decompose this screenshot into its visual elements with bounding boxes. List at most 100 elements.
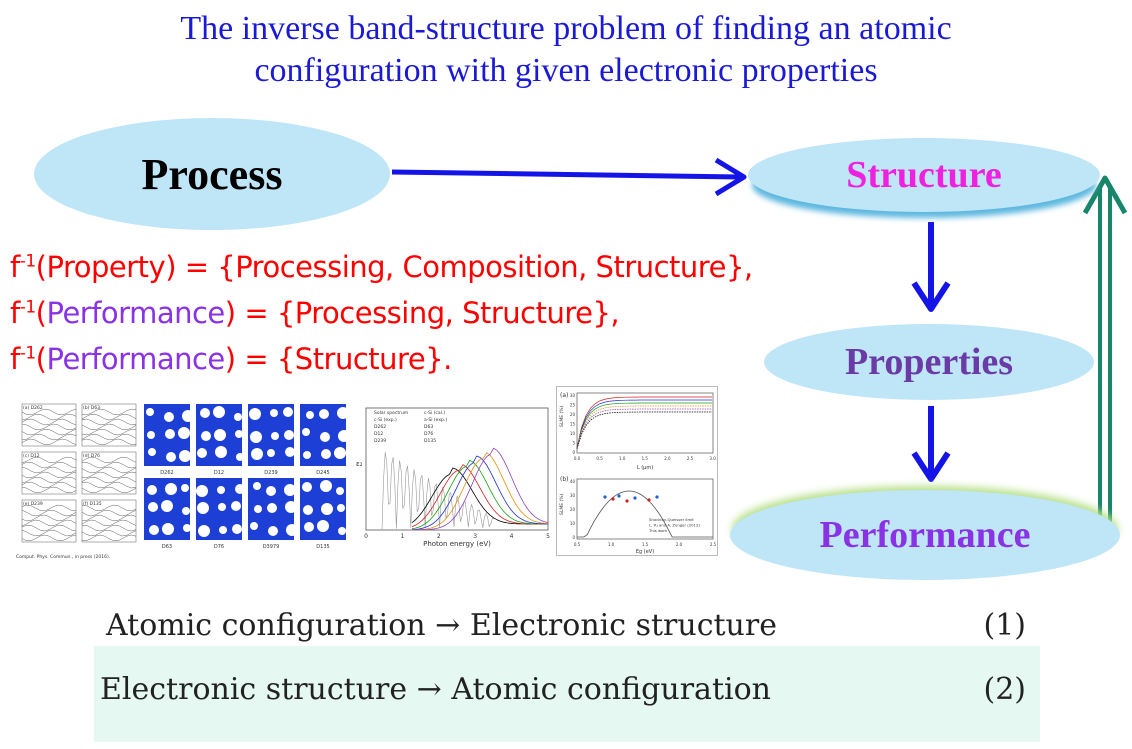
title-line-2: configuration with given electronic prop… — [254, 52, 878, 89]
slme-a-ytick: 30 — [570, 393, 576, 398]
crystal-tile: D63 — [144, 478, 191, 550]
band-line — [21, 423, 77, 431]
crystal-void — [146, 408, 154, 416]
band-line — [21, 476, 77, 484]
crystal-void — [306, 411, 314, 419]
band-caption: Comput. Phys. Commun., in press (2016). — [16, 554, 110, 560]
crystal-void — [149, 525, 159, 535]
eq3-open: ( — [35, 342, 47, 376]
band-line — [82, 462, 137, 469]
crystal-void — [321, 503, 333, 515]
crystal-void — [182, 410, 194, 422]
band-line — [81, 481, 137, 489]
crystal-void — [302, 428, 310, 436]
band-line — [21, 519, 77, 527]
slme-a-xlabel: L (μm) — [637, 465, 653, 471]
equation-forward-number: (1) — [983, 608, 1027, 643]
band-line — [21, 462, 77, 469]
band-line — [81, 504, 137, 512]
node-performance-label: Performance — [819, 514, 1031, 556]
slme-a-ytick: 5 — [572, 441, 575, 446]
band-line — [81, 433, 137, 441]
node-process: Process — [34, 118, 390, 230]
slme-b-point — [603, 495, 607, 499]
crystal-void — [232, 524, 242, 534]
slme-b-point — [625, 499, 629, 503]
crystal-void — [271, 432, 279, 440]
slme-b-xtick: 1.0 — [608, 542, 615, 547]
crystal-void — [337, 407, 349, 419]
crystal-void — [250, 522, 258, 530]
band-line — [21, 414, 77, 421]
absorption-xtick: 1 — [400, 533, 404, 540]
band-line — [81, 456, 137, 464]
crystal-void — [267, 503, 277, 513]
crystal-void — [304, 522, 314, 532]
eq2-open: ( — [35, 296, 47, 330]
eq3-inverse: -1 — [19, 343, 36, 364]
eq1-inverse: -1 — [19, 251, 36, 272]
band-line — [81, 428, 137, 436]
band-line — [81, 466, 137, 474]
solar-spectrum-line — [381, 452, 495, 531]
crystal-void — [197, 448, 207, 458]
slme-a-label: (a) — [560, 392, 568, 399]
arrowhead-properties — [911, 281, 951, 312]
band-line — [21, 504, 77, 512]
band-line — [81, 476, 137, 484]
absorption-series-line — [412, 447, 549, 531]
crystal-void — [321, 449, 331, 459]
crystal-void — [165, 483, 177, 495]
crystal-void — [200, 408, 210, 418]
absorption-legend-entry: Solar spectrum — [374, 410, 408, 416]
crystal-void — [283, 407, 293, 417]
crystal-label: D262 — [160, 470, 173, 476]
band-panel-label: (f) D135 — [83, 501, 102, 507]
crystal-void — [336, 487, 344, 495]
slme-b-ytick: 30 — [570, 493, 576, 498]
slme-a-ytick: 0 — [572, 450, 575, 455]
crystal-void — [337, 504, 345, 512]
crystal-void — [161, 500, 173, 512]
eq2-rest: ) = {Processing, Structure}, — [224, 296, 620, 330]
eq3-f: f — [10, 342, 20, 376]
slme-b-xlabel: Eg (eV) — [636, 549, 654, 555]
crystal-void — [302, 482, 312, 492]
eq2-f: f — [10, 296, 20, 330]
eq1-rest: (Property) = {Processing, Composition, S… — [35, 250, 753, 284]
slme-a-series-line — [576, 402, 712, 449]
crystal-void — [183, 524, 191, 532]
crystal-void — [182, 507, 190, 515]
crystal-void — [338, 430, 350, 442]
crystal-label: D245 — [316, 470, 329, 476]
crystal-void — [286, 524, 298, 536]
band-line — [81, 408, 137, 416]
slme-a-xtick: 1.0 — [619, 456, 626, 461]
absorption-series-line — [411, 467, 548, 525]
crystal-label: D3979 — [263, 544, 280, 550]
slme-a-xtick: 0.5 — [596, 456, 603, 461]
crystal-tile: D262 — [144, 404, 194, 476]
slme-b-ylabel: SLME (%) — [559, 493, 565, 515]
band-line — [21, 408, 77, 416]
crystal-void — [181, 484, 189, 492]
slme-a-xtick: 1.5 — [642, 456, 649, 461]
crystal-tile: D12 — [196, 404, 244, 476]
band-line — [21, 471, 77, 479]
absorption-legend-entry: D63 — [424, 424, 433, 430]
band-panel-label: (e) D239 — [23, 501, 43, 507]
crystal-void — [320, 480, 332, 492]
eq2-inverse: -1 — [19, 297, 36, 318]
equation-inverse-number: (2) — [983, 672, 1027, 707]
absorption-xtick: 4 — [510, 533, 514, 540]
slme-a-xtick: 3.0 — [709, 456, 716, 461]
crystal-label: D76 — [214, 544, 224, 550]
absorption-legend-entry: c-Si (exp.) — [374, 417, 397, 423]
crystal-void — [178, 427, 190, 439]
equation-forward-text: Atomic configuration → Electronic struct… — [106, 608, 777, 643]
arrow-process-to-structure — [391, 169, 741, 180]
arrowhead-structure — [714, 157, 747, 197]
